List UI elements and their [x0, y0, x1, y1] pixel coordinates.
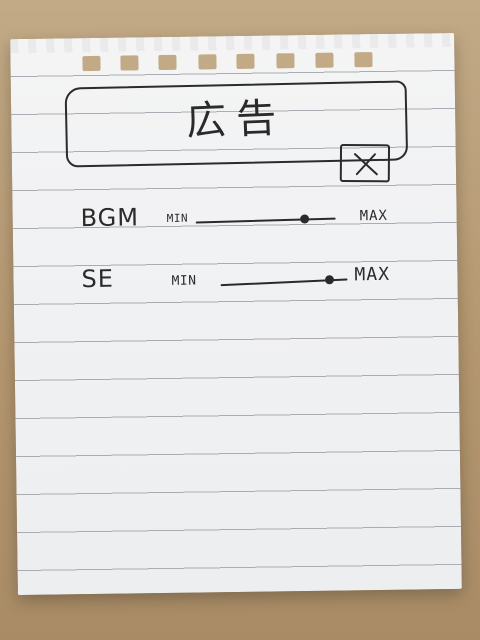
se-max-label: MAX [354, 263, 391, 286]
se-min-label: MIN [171, 273, 197, 289]
bgm-slider[interactable] [195, 209, 336, 233]
binder-hole-2 [120, 55, 139, 71]
se-volume-row: SE MIN MAX [81, 258, 412, 305]
bgm-min-label: MIN [166, 211, 189, 225]
ad-label: 広告 [185, 95, 288, 145]
binder-hole-3 [158, 54, 177, 71]
binder-hole-8 [354, 52, 373, 68]
binder-hole-4 [198, 54, 217, 70]
close-button[interactable] [339, 144, 391, 183]
bgm-label: BGM [80, 203, 140, 233]
se-label: SE [81, 264, 115, 294]
binder-hole-7 [315, 52, 334, 68]
bgm-max-label: MAX [359, 207, 389, 225]
binder-hole-5 [236, 53, 255, 69]
bgm-volume-row: BGM MIN MAX [80, 197, 411, 244]
bgm-slider-thumb[interactable] [300, 214, 310, 224]
bgm-slider-track [195, 217, 336, 224]
paper-sheet: 広告 BGM MIN MAX SE MIN MAX [10, 32, 462, 596]
binder-hole-6 [276, 53, 295, 69]
se-slider-thumb[interactable] [325, 275, 335, 285]
binder-hole-1 [82, 55, 101, 72]
se-slider[interactable] [220, 269, 348, 295]
